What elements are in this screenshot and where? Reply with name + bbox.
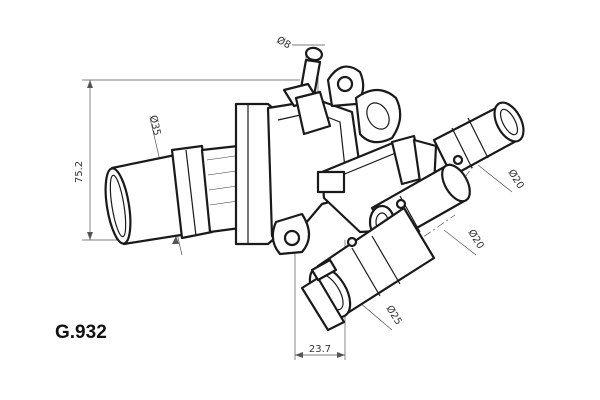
outlet-upper-diameter-label: Ø20	[505, 167, 526, 191]
outlet-middle-diameter-label: Ø20	[465, 227, 486, 251]
outlet-lower	[300, 206, 436, 332]
offset-dimension: 23.7	[309, 344, 331, 355]
inlet-diameter-label: Ø35	[147, 114, 163, 137]
part-code: G.932	[55, 322, 107, 343]
bleed-nipple	[282, 46, 332, 136]
height-dimension: 75.2	[74, 161, 85, 183]
nipple-diameter-label: Ø8	[275, 34, 293, 51]
inlet-hose	[104, 144, 242, 246]
outlet-upper	[432, 101, 525, 178]
outlet-lower-diameter-label: Ø25	[383, 303, 404, 327]
